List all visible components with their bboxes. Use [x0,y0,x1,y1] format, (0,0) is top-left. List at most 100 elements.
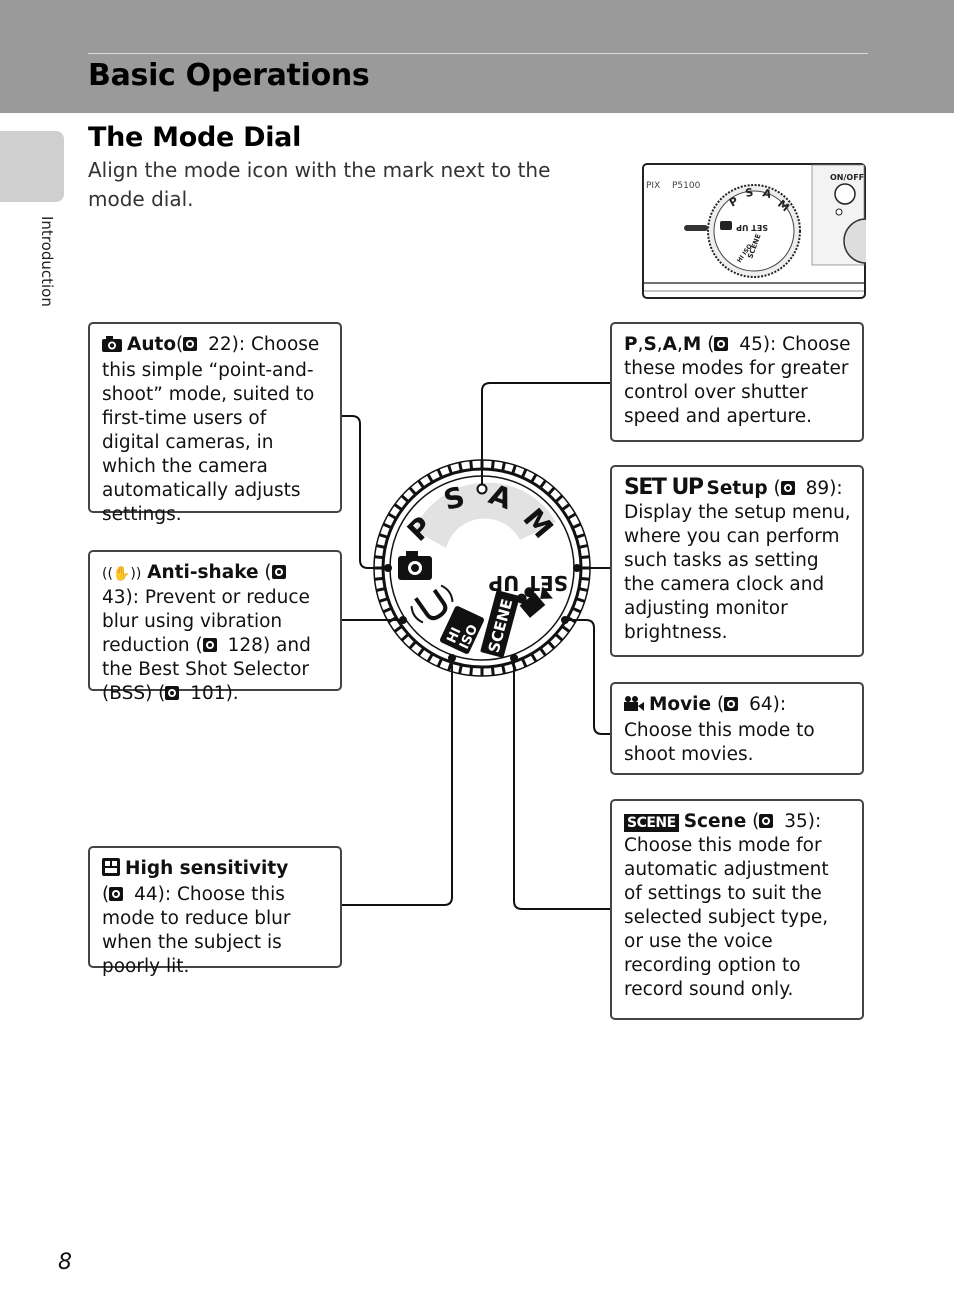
dial-tooth [501,665,506,674]
dial-tooth [579,587,588,592]
setup-body: 89): Display the setup menu, where you c… [624,478,851,643]
page-ref-icon [724,697,739,711]
dial-tooth [490,667,495,676]
leader-scene [513,659,610,910]
dial-tooth [562,503,571,511]
leader-auto [341,415,387,569]
dial-tooth [567,616,577,624]
movie-body: 64): Choose this mode to shoot movies. [624,694,815,765]
dial-tooth [501,462,506,471]
svg-text:A: A [761,186,773,201]
hisens-body: 44): Choose this mode to reduce blur whe… [102,884,291,977]
header-band [0,0,954,113]
dial-tooth [458,462,463,471]
dial-tooth [408,486,417,495]
scene-icon: SCENE [624,814,679,832]
scene-lead: Scene [683,811,747,832]
dial-tooth [426,653,434,663]
leader-psam [481,382,610,485]
dial-tooth [555,633,564,642]
dial-letter-m: M [517,502,560,545]
section-title: The Mode Dial [88,122,302,153]
chapter-title: Basic Operations [88,58,370,93]
dial-tooth [562,625,571,633]
page-ref-icon [165,686,180,700]
leader-movie [566,619,610,735]
dial-tooth [539,479,547,488]
dial-tooth [530,653,538,663]
dial-tooth [447,464,453,474]
dial-tooth [447,662,453,672]
dial-tooth [376,587,385,592]
dial-tooth [387,616,397,624]
dial-tooth [378,533,388,539]
dial-tooth [376,544,385,549]
callout-antishake: ((✋)) Anti-shake ( 43): Prevent or reduc… [88,550,342,704]
dial-tooth [572,522,582,529]
dial-tooth [400,633,409,642]
camera-brand-mark: PIX [646,181,660,191]
page-ref-icon [109,887,124,901]
dial-tooth [511,464,517,474]
dial-hi-label: HI [444,625,464,646]
psam-body: 45): Choose these modes for greater cont… [624,334,851,427]
dial-tooth [400,494,409,503]
dial-tooth [469,667,474,676]
dial-tooth [547,486,556,495]
dial-knurled-edge [373,459,591,677]
page-ref-icon [202,638,217,652]
dial-letter-a: A [485,478,517,517]
setup-icon: SET UP [624,475,704,500]
header-rule [88,53,868,54]
side-tab-label: Introduction [38,216,56,307]
dial-tooth [378,597,388,603]
callout-high-sensitivity: High sensitivity( 44): Choose this mode … [88,846,342,977]
scene-body: 35): Choose this mode for automatic adju… [624,811,829,1000]
dial-tooth [374,576,383,581]
dial-tooth [458,665,463,674]
auto-body: 22): Choose this simple “point-and-shoot… [102,334,320,525]
page-ref-icon [714,337,729,351]
camera-model: P5100 [672,181,701,191]
dial-tooth [393,503,402,511]
movie-icon [624,695,644,719]
dial-iso-label: ISO [457,622,481,651]
dial-tooth [576,597,586,603]
setup-lead: Setup [706,478,768,499]
svg-text:SET UP: SET UP [736,223,768,232]
page-ref-icon [759,814,774,828]
dial-tooth [579,544,588,549]
dial-tooth [436,468,443,478]
leader-hisens [341,659,453,906]
dial-outer-ring [373,459,591,677]
dial-tooth [426,473,434,483]
dial-antishake-icon [410,584,454,624]
dial-tooth [374,555,383,560]
dial-tooth [408,641,417,650]
dial-tooth [567,512,577,520]
dial-tooth [511,662,517,672]
callout-movie: Movie ( 64): Choose this mode to shoot m… [610,682,864,775]
page-ref-icon [183,337,198,351]
antishake-lead: Anti-shake [147,562,259,583]
dial-letter-p: P [401,510,439,548]
page-ref-icon [271,565,286,579]
page-number: 8 [58,1250,72,1275]
dial-tooth [581,576,590,581]
dial-tooth [576,533,586,539]
dial-letter-s: S [440,480,468,517]
dial-tooth [539,648,547,657]
auto-lead: Auto [127,334,177,355]
dial-tooth [547,641,556,650]
side-tab [0,131,64,202]
auto-camera-icon [102,335,122,359]
hi-iso-icon [102,858,120,883]
power-button-label: ON/OFF [830,173,864,182]
dial-tooth [581,555,590,560]
dial-tooth [521,658,528,668]
movie-lead: Movie [649,694,712,715]
dial-tooth [436,658,443,668]
dial-tooth [382,607,392,614]
